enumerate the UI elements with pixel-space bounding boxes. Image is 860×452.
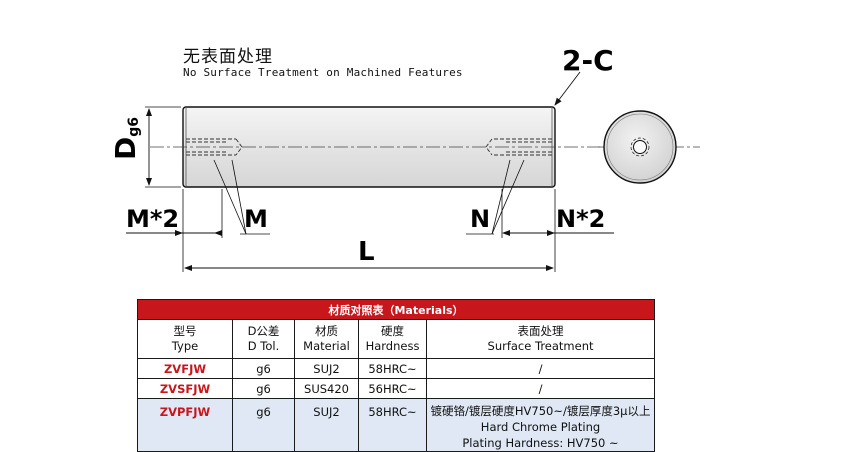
m-label: M <box>244 205 268 233</box>
note-english: No Surface Treatment on Machined Feature… <box>183 66 463 79</box>
cell-material: SUJ2 <box>294 358 359 379</box>
surface-line-en-1: Hard Chrome Plating <box>480 420 601 434</box>
m-leader-2 <box>231 159 247 235</box>
table-title-row: 材质对照表（Materials） <box>136 299 656 320</box>
cell-surface: / <box>425 378 656 399</box>
table-title: 材质对照表（Materials） <box>136 299 656 320</box>
surface-line-en-2: Plating Hardness: HV750 ~ <box>462 436 619 450</box>
table-row: ZVPFJW g6 SUJ2 58HRC~ 镀硬铬/镀层硬度HV750~/镀层厚… <box>137 398 656 452</box>
n2-label: N*2 <box>556 205 605 233</box>
cell-type: ZVFJW <box>137 358 233 379</box>
surface-line-cn: 镀硬铬/镀层硬度HV750~/镀层厚度3μ以上 <box>430 404 651 418</box>
chamfer-label: 2-C <box>562 44 614 77</box>
chamfer-leader <box>554 71 581 106</box>
table-row: ZVSFJW g6 SUS420 56HRC~ / <box>137 378 656 399</box>
end-view-hole <box>633 140 647 154</box>
end-view-chamfer <box>606 113 674 181</box>
cell-tolerance: g6 <box>232 398 295 452</box>
cell-hardness: 56HRC~ <box>358 378 427 399</box>
left-tapped-hole <box>186 138 243 156</box>
cell-tolerance: g6 <box>232 378 295 399</box>
n-label: N <box>470 205 490 233</box>
cell-tolerance: g6 <box>232 358 295 379</box>
m2-label: M*2 <box>126 205 179 233</box>
m-leader <box>213 159 247 235</box>
end-view-thread <box>630 137 650 157</box>
cell-material: SUJ2 <box>294 398 359 452</box>
cell-type: ZVSFJW <box>137 378 233 399</box>
table-row: ZVFJW g6 SUJ2 58HRC~ / <box>137 358 656 379</box>
cell-hardness: 58HRC~ <box>358 358 427 379</box>
technical-drawing: Dg6 2-C M*2 M N N*2 L <box>109 44 700 272</box>
diameter-label: Dg6 <box>109 117 142 160</box>
n-leader-2 <box>491 159 525 235</box>
note-chinese: 无表面处理 <box>183 47 273 67</box>
cell-material: SUS420 <box>294 378 359 399</box>
cell-surface: 镀硬铬/镀层硬度HV750~/镀层厚度3μ以上 Hard Chrome Plat… <box>425 398 656 452</box>
cell-hardness: 58HRC~ <box>358 398 427 452</box>
cell-surface: / <box>425 358 656 379</box>
l-label: L <box>358 237 375 267</box>
cell-type: ZVPFJW <box>137 398 233 452</box>
n-leader <box>491 159 511 235</box>
right-tapped-hole <box>485 138 552 156</box>
